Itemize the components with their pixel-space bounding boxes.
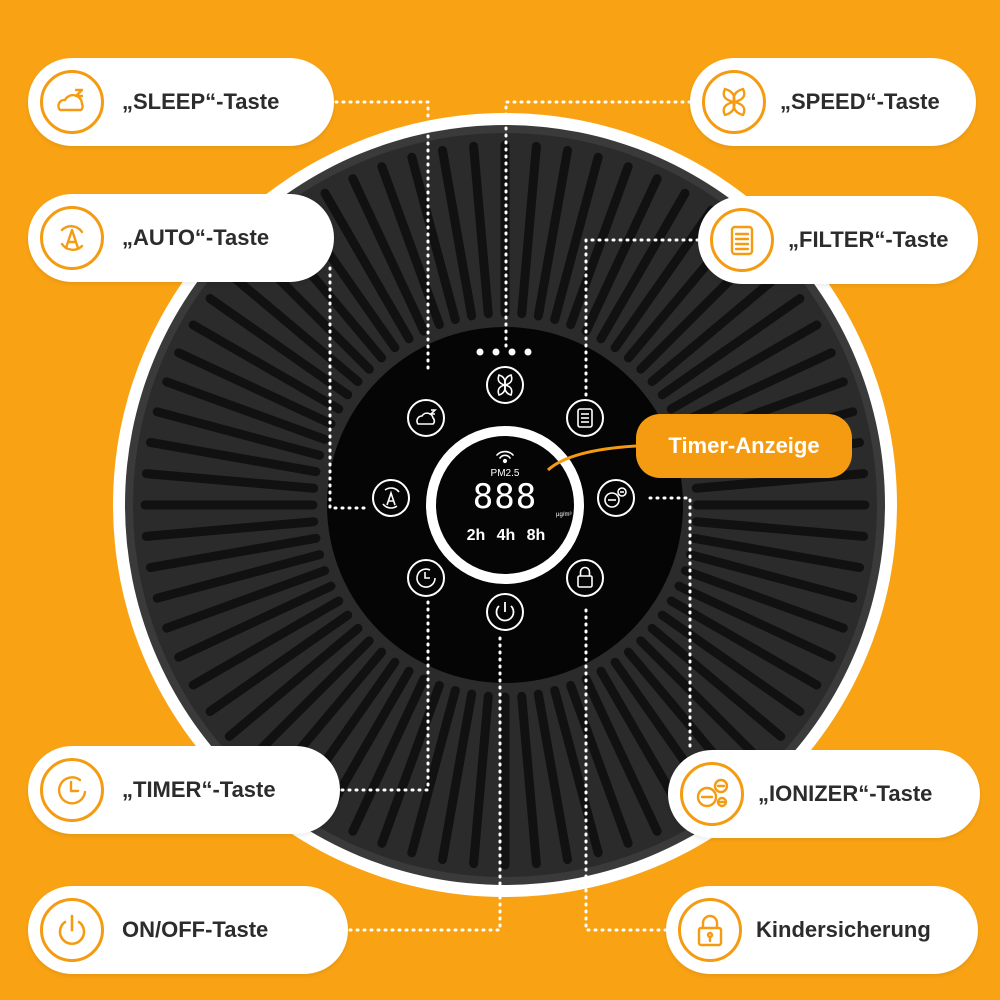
filter-icon	[730, 225, 754, 256]
callout-timer-display-label: Timer-Anzeige	[668, 433, 820, 458]
timer-option-4h: 4h	[497, 527, 516, 544]
callout-onoff: ON/OFF-Taste	[28, 886, 348, 974]
panel-power-button[interactable]	[486, 593, 524, 631]
callout-onoff-icon-ring	[40, 898, 104, 962]
grille-slot	[680, 566, 848, 633]
callout-auto-icon-ring	[40, 206, 104, 270]
callout-filter-icon-ring	[710, 208, 774, 272]
callout-ionizer-icon-ring	[680, 762, 744, 826]
lock-icon	[697, 914, 723, 947]
timer-option-8h: 8h	[527, 527, 546, 544]
callout-childlock-icon-ring	[678, 898, 742, 962]
grille-slot	[666, 596, 822, 690]
callout-speed-icon-ring	[702, 70, 766, 134]
callout-ionizer: „IONIZER“-Taste	[668, 750, 980, 838]
callout-speed: „SPEED“-Taste	[690, 58, 976, 146]
callout-sleep-icon-ring	[40, 70, 104, 134]
callout-speed-label: „SPEED“-Taste	[780, 89, 940, 114]
auto-mode-icon	[60, 225, 84, 251]
grille-slot	[152, 550, 325, 603]
lock-icon	[577, 566, 593, 588]
grille-slot	[162, 566, 330, 633]
filter-icon	[577, 408, 593, 428]
grille-slot	[517, 691, 541, 869]
callout-timer-label: „TIMER“-Taste	[122, 777, 276, 802]
callout-timer-icon-ring	[40, 758, 104, 822]
callout-auto: „AUTO“-Taste	[28, 194, 334, 282]
clock-icon	[416, 568, 436, 588]
moon-cloud-icon	[57, 88, 84, 112]
panel-auto-button[interactable]	[372, 479, 410, 517]
callout-childlock: Kindersicherung	[666, 886, 978, 974]
callout-filter: „FILTER“-Taste	[698, 196, 978, 284]
power-icon	[495, 602, 515, 622]
callout-auto-label: „AUTO“-Taste	[122, 225, 270, 250]
grille-slot	[145, 533, 321, 573]
callout-sleep: „SLEEP“-Taste	[28, 58, 334, 146]
timer-option-2h: 2h	[467, 527, 486, 544]
grille-slot	[141, 469, 319, 493]
panel-speed-button[interactable]	[486, 366, 524, 404]
grille-slot	[674, 581, 836, 662]
grille-slot	[674, 348, 836, 429]
panel-childlock-button[interactable]	[566, 559, 604, 597]
pm-unit: µg/m³	[556, 512, 571, 518]
panel-ionizer-button[interactable]	[597, 479, 635, 517]
pm-label: PM2.5	[491, 468, 520, 479]
fan-icon	[722, 87, 746, 117]
grille-slot	[689, 533, 865, 573]
grille-slot	[685, 550, 858, 603]
grille-slot	[691, 517, 869, 541]
power-icon	[58, 914, 86, 945]
callout-ionizer-label: „IONIZER“-Taste	[758, 781, 933, 806]
grille-slot	[437, 145, 477, 321]
grille-slot	[152, 407, 325, 460]
grille-slot	[188, 320, 344, 414]
grille-slot	[145, 437, 321, 477]
callout-sleep-label: „SLEEP“-Taste	[122, 89, 280, 114]
fan-icon	[497, 374, 513, 396]
grille-slot	[188, 596, 344, 690]
callout-timer: „TIMER“-Taste	[28, 746, 340, 834]
callout-timer-display: Timer-Anzeige	[636, 414, 852, 478]
grille-slot	[469, 141, 493, 319]
grille-slot	[205, 294, 353, 400]
clock-icon	[57, 776, 87, 805]
grille-slot	[162, 377, 330, 444]
grille-slot	[141, 517, 319, 541]
pm-digits: 888	[473, 477, 537, 517]
callout-onoff-label: ON/OFF-Taste	[122, 917, 269, 942]
callout-childlock-label: Kindersicherung	[756, 917, 931, 942]
grille-slot	[533, 689, 573, 865]
grille-slot	[205, 610, 353, 716]
ionizer-icon	[604, 487, 627, 508]
moon-cloud-icon	[416, 409, 437, 425]
grille-slot	[224, 623, 363, 741]
auto-mode-icon	[382, 487, 400, 509]
display-ring	[426, 426, 584, 584]
panel-filter-button[interactable]	[566, 399, 604, 437]
ionizer-icon	[696, 778, 729, 808]
grille-slot	[174, 348, 336, 429]
panel-timer-button[interactable]	[407, 559, 445, 597]
callout-filter-label: „FILTER“-Taste	[788, 227, 949, 252]
grille-slot	[174, 581, 336, 662]
panel-sleep-button[interactable]	[407, 399, 445, 437]
wifi-icon	[496, 450, 514, 464]
